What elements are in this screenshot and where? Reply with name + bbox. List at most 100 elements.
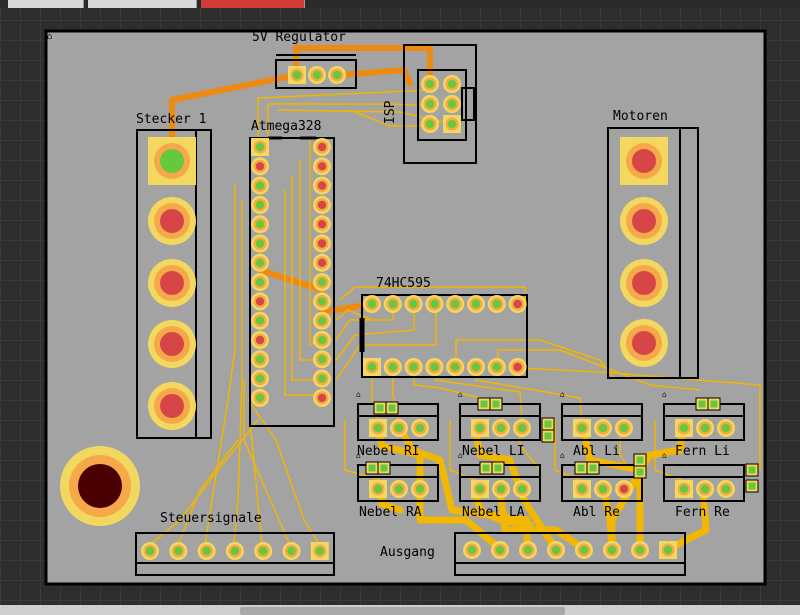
connector-pin[interactable]: [573, 419, 591, 437]
steuersignale-pin[interactable]: [225, 542, 244, 560]
connector-pin[interactable]: [492, 480, 510, 498]
ausgang-pin[interactable]: [547, 541, 565, 559]
atmega-pin-left[interactable]: [251, 388, 269, 407]
connector-pin[interactable]: [471, 419, 489, 437]
motor-pad[interactable]: [620, 197, 668, 245]
jumper-pad[interactable]: [377, 461, 391, 475]
jumper-pad[interactable]: [491, 461, 505, 475]
shift-pin-bottom[interactable]: [404, 358, 423, 376]
atmega-pin-left[interactable]: [251, 311, 269, 330]
atmega-pin-left[interactable]: [251, 292, 269, 311]
atmega-pin-right[interactable]: [313, 331, 331, 349]
connector-pin[interactable]: [492, 419, 510, 437]
jumper-pad[interactable]: [373, 401, 387, 415]
shift-pin-top[interactable]: [363, 295, 381, 313]
atmega-pin-right[interactable]: [313, 157, 331, 176]
shift-pin-top[interactable]: [487, 295, 506, 313]
shift-pin-top[interactable]: [467, 295, 485, 313]
atmega-pin-right[interactable]: [313, 350, 331, 369]
atmega-pin-left[interactable]: [251, 331, 269, 349]
shift-pin-bottom[interactable]: [508, 358, 527, 376]
isp-pad[interactable]: [443, 95, 461, 113]
shift-pin-top[interactable]: [446, 295, 465, 313]
connector-pin[interactable]: [390, 480, 408, 498]
toolbar-tab-1[interactable]: [8, 0, 84, 8]
shift-pin-bottom[interactable]: [467, 358, 485, 376]
connector-pin[interactable]: [513, 419, 531, 437]
jumper-pad[interactable]: [477, 397, 491, 411]
motor-pad[interactable]: [620, 319, 668, 367]
atmega-pin-right[interactable]: [313, 215, 331, 234]
steuersignale-pin[interactable]: [197, 542, 216, 560]
connector-pin[interactable]: [369, 419, 387, 437]
ausgang-pads[interactable]: [463, 541, 677, 559]
shift-pin-top[interactable]: [425, 295, 444, 313]
connector-pin[interactable]: [411, 419, 429, 437]
shift-pin-top[interactable]: [508, 295, 527, 313]
shift-pin-bottom[interactable]: [383, 358, 402, 376]
regulator-pads[interactable]: [288, 66, 346, 84]
atmega-pin-left[interactable]: [251, 176, 269, 195]
atmega-pin-left[interactable]: [251, 253, 269, 272]
regulator-pad[interactable]: [288, 66, 306, 84]
atmega-pin-right[interactable]: [313, 311, 331, 330]
stecker-pad[interactable]: [148, 320, 196, 368]
atmega-pin-left[interactable]: [251, 215, 269, 234]
connector-pin[interactable]: [369, 480, 387, 498]
connector-pin[interactable]: [594, 419, 612, 437]
connector-pin[interactable]: [513, 480, 531, 498]
atmega-pin-right[interactable]: [313, 253, 331, 272]
connector-pin[interactable]: [390, 419, 408, 437]
stecker-pad[interactable]: [148, 197, 196, 245]
jumper-pad[interactable]: [489, 397, 503, 411]
jumper-pad[interactable]: [633, 453, 647, 467]
isp-pad[interactable]: [443, 75, 461, 93]
regulator-pad[interactable]: [308, 66, 326, 84]
atmega-pin-left[interactable]: [251, 350, 269, 369]
connector-pin[interactable]: [615, 419, 633, 437]
atmega-pin-right[interactable]: [313, 369, 331, 388]
connector-pin[interactable]: [471, 480, 489, 498]
light-connectors[interactable]: ⌂⌂⌂⌂⌂⌂⌂⌂: [356, 390, 759, 502]
steuersignale-pin[interactable]: [141, 542, 159, 560]
ausgang-pin[interactable]: [575, 541, 593, 559]
atmega-pin-right[interactable]: [313, 195, 331, 214]
stecker-pad[interactable]: [148, 137, 196, 185]
motor-pad[interactable]: [620, 259, 668, 307]
stecker-pads[interactable]: [148, 137, 196, 430]
motor-pad[interactable]: [620, 137, 668, 185]
steuersignale-pin[interactable]: [282, 542, 301, 560]
shift-register-pads[interactable]: [363, 295, 527, 376]
isp-pad[interactable]: [421, 95, 439, 113]
toolbar-tab-active[interactable]: [201, 0, 305, 8]
steuersignale-pin[interactable]: [169, 542, 188, 560]
stecker-pad[interactable]: [148, 259, 196, 307]
toolbar-tab-2[interactable]: [88, 0, 197, 8]
shift-pin-top[interactable]: [404, 295, 423, 313]
jumper-pad[interactable]: [479, 461, 493, 475]
isp-pad[interactable]: [421, 75, 439, 93]
atmega-pin-left[interactable]: [251, 273, 269, 292]
stecker-pad[interactable]: [148, 382, 196, 430]
connector-pin[interactable]: [696, 480, 714, 498]
jumper-pad[interactable]: [574, 461, 588, 475]
jumper-pad[interactable]: [365, 461, 379, 475]
atmega-pin-left[interactable]: [251, 157, 269, 176]
jumper-pad[interactable]: [707, 397, 721, 411]
steuersignale-pin[interactable]: [310, 542, 329, 560]
atmega-pin-right[interactable]: [313, 176, 331, 195]
isp-pad[interactable]: [443, 115, 461, 133]
isp-pads[interactable]: [421, 75, 461, 133]
regulator-pad[interactable]: [328, 66, 346, 84]
motoren-pads[interactable]: [620, 137, 668, 367]
jumper-pad[interactable]: [745, 479, 759, 493]
atmega-pin-right[interactable]: [313, 388, 331, 407]
steuersignale-pin[interactable]: [254, 542, 273, 560]
shift-pin-bottom[interactable]: [363, 358, 381, 376]
jumper-pad[interactable]: [541, 429, 555, 443]
atmega-pin-right[interactable]: [313, 234, 331, 253]
isp-pad[interactable]: [421, 115, 439, 133]
ausgang-pin[interactable]: [491, 541, 509, 559]
jumper-pad[interactable]: [633, 465, 647, 479]
